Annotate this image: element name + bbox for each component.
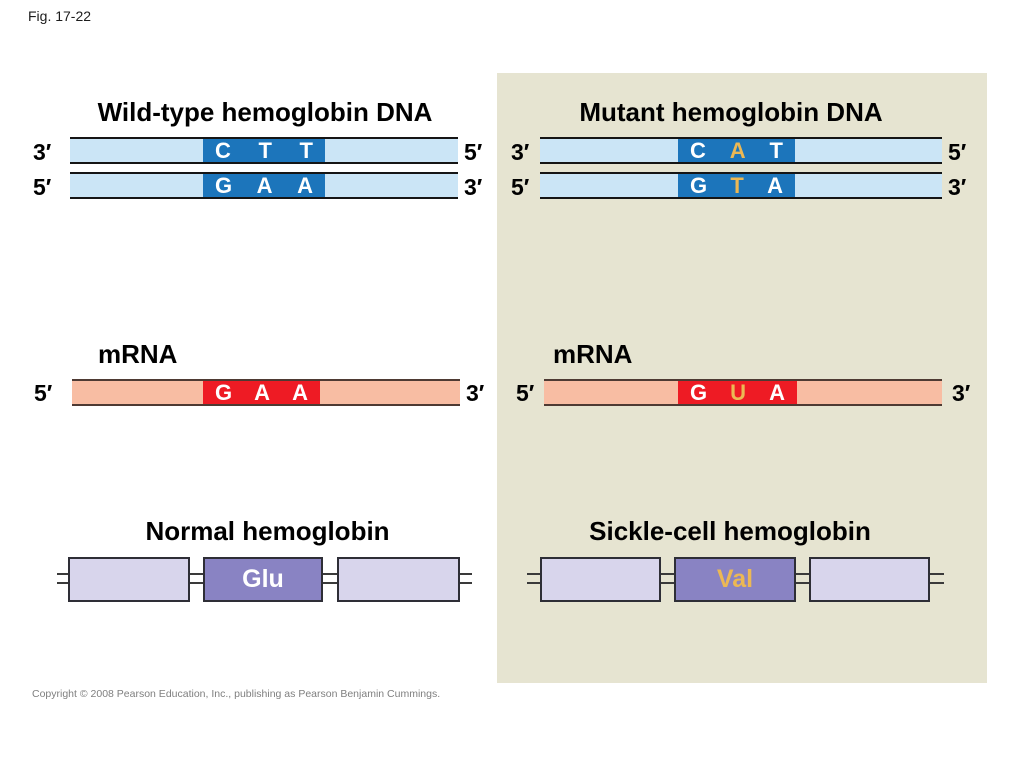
- strand-end-label: 3′: [511, 139, 530, 165]
- wild-dna-strand-1: C T T: [70, 137, 458, 164]
- strand-end-label: 5′: [33, 174, 52, 200]
- amino-acid-box: Val: [674, 557, 796, 602]
- strand-end-label: 5′: [948, 139, 967, 165]
- dna-base: A: [256, 172, 273, 198]
- wild-dna-strand-2: G A A: [70, 172, 458, 199]
- dna-codon-box: G T A: [678, 172, 795, 198]
- amino-acid-label: Glu: [242, 565, 284, 593]
- strand-end-label: 3′: [464, 174, 483, 200]
- dna-codon-box: C A T: [678, 137, 795, 163]
- protein-segment-box: [540, 557, 661, 602]
- strand-end-label: 5′: [511, 174, 530, 200]
- strand-end-label: 3′: [33, 139, 52, 165]
- peptide-link: [460, 573, 472, 584]
- mrna-base: A: [769, 379, 785, 405]
- protein-segment-box: [337, 557, 460, 602]
- wild-mrna-bar: G A A: [72, 379, 460, 406]
- strand-end-label: 3′: [466, 380, 485, 406]
- peptide-link: [930, 573, 944, 584]
- dna-base: T: [299, 137, 313, 163]
- amino-acid-label: Val: [716, 565, 754, 593]
- dna-base: C: [690, 137, 706, 163]
- wild-dna-title: Wild-type hemoglobin DNA: [97, 97, 433, 127]
- dna-base: T: [769, 137, 783, 163]
- mrna-base: G: [690, 379, 708, 405]
- dna-base: T: [258, 137, 272, 163]
- strand-end-label: 3′: [948, 174, 967, 200]
- mrna-base: A: [254, 379, 271, 405]
- protein-segment-box: [68, 557, 190, 602]
- mutated-base: U: [730, 379, 747, 405]
- mutated-base: A: [729, 137, 746, 163]
- strand-end-label: 5′: [516, 380, 535, 406]
- wild-mrna-title: mRNA: [98, 339, 178, 369]
- peptide-link: [661, 573, 674, 584]
- mutant-mrna-bar: G U A: [544, 379, 942, 406]
- peptide-link: [796, 573, 809, 584]
- peptide-link: [527, 573, 540, 584]
- dna-codon-box: G A A: [203, 172, 325, 198]
- wild-protein-title: Normal hemoglobin: [145, 516, 390, 546]
- peptide-link: [57, 573, 68, 584]
- dna-codon-box: C T T: [203, 137, 325, 163]
- strand-end-label: 5′: [464, 139, 483, 165]
- strand-end-label: 3′: [952, 380, 971, 406]
- dna-base: A: [297, 172, 313, 198]
- mutated-base: T: [730, 172, 744, 198]
- mutant-mrna-title: mRNA: [553, 339, 633, 369]
- peptide-link: [190, 573, 203, 584]
- peptide-link: [323, 573, 337, 584]
- mutant-protein-title: Sickle-cell hemoglobin: [589, 516, 871, 546]
- dna-base: G: [690, 172, 708, 198]
- dna-base: A: [767, 172, 783, 198]
- dna-base: G: [215, 172, 233, 198]
- dna-base: C: [215, 137, 231, 163]
- mrna-codon-box: G A A: [203, 379, 320, 405]
- mutant-dna-strand-1: C A T: [540, 137, 942, 164]
- mrna-base: G: [215, 379, 233, 405]
- amino-acid-box: Glu: [203, 557, 323, 602]
- figure-label: Fig. 17-22: [28, 8, 92, 24]
- strand-end-label: 5′: [34, 380, 53, 406]
- copyright-text: Copyright © 2008 Pearson Education, Inc.…: [32, 688, 441, 700]
- mrna-codon-box: G U A: [678, 379, 797, 405]
- protein-segment-box: [809, 557, 930, 602]
- mutant-dna-title: Mutant hemoglobin DNA: [579, 97, 883, 127]
- mutant-dna-strand-2: G T A: [540, 172, 942, 199]
- mrna-base: A: [292, 379, 308, 405]
